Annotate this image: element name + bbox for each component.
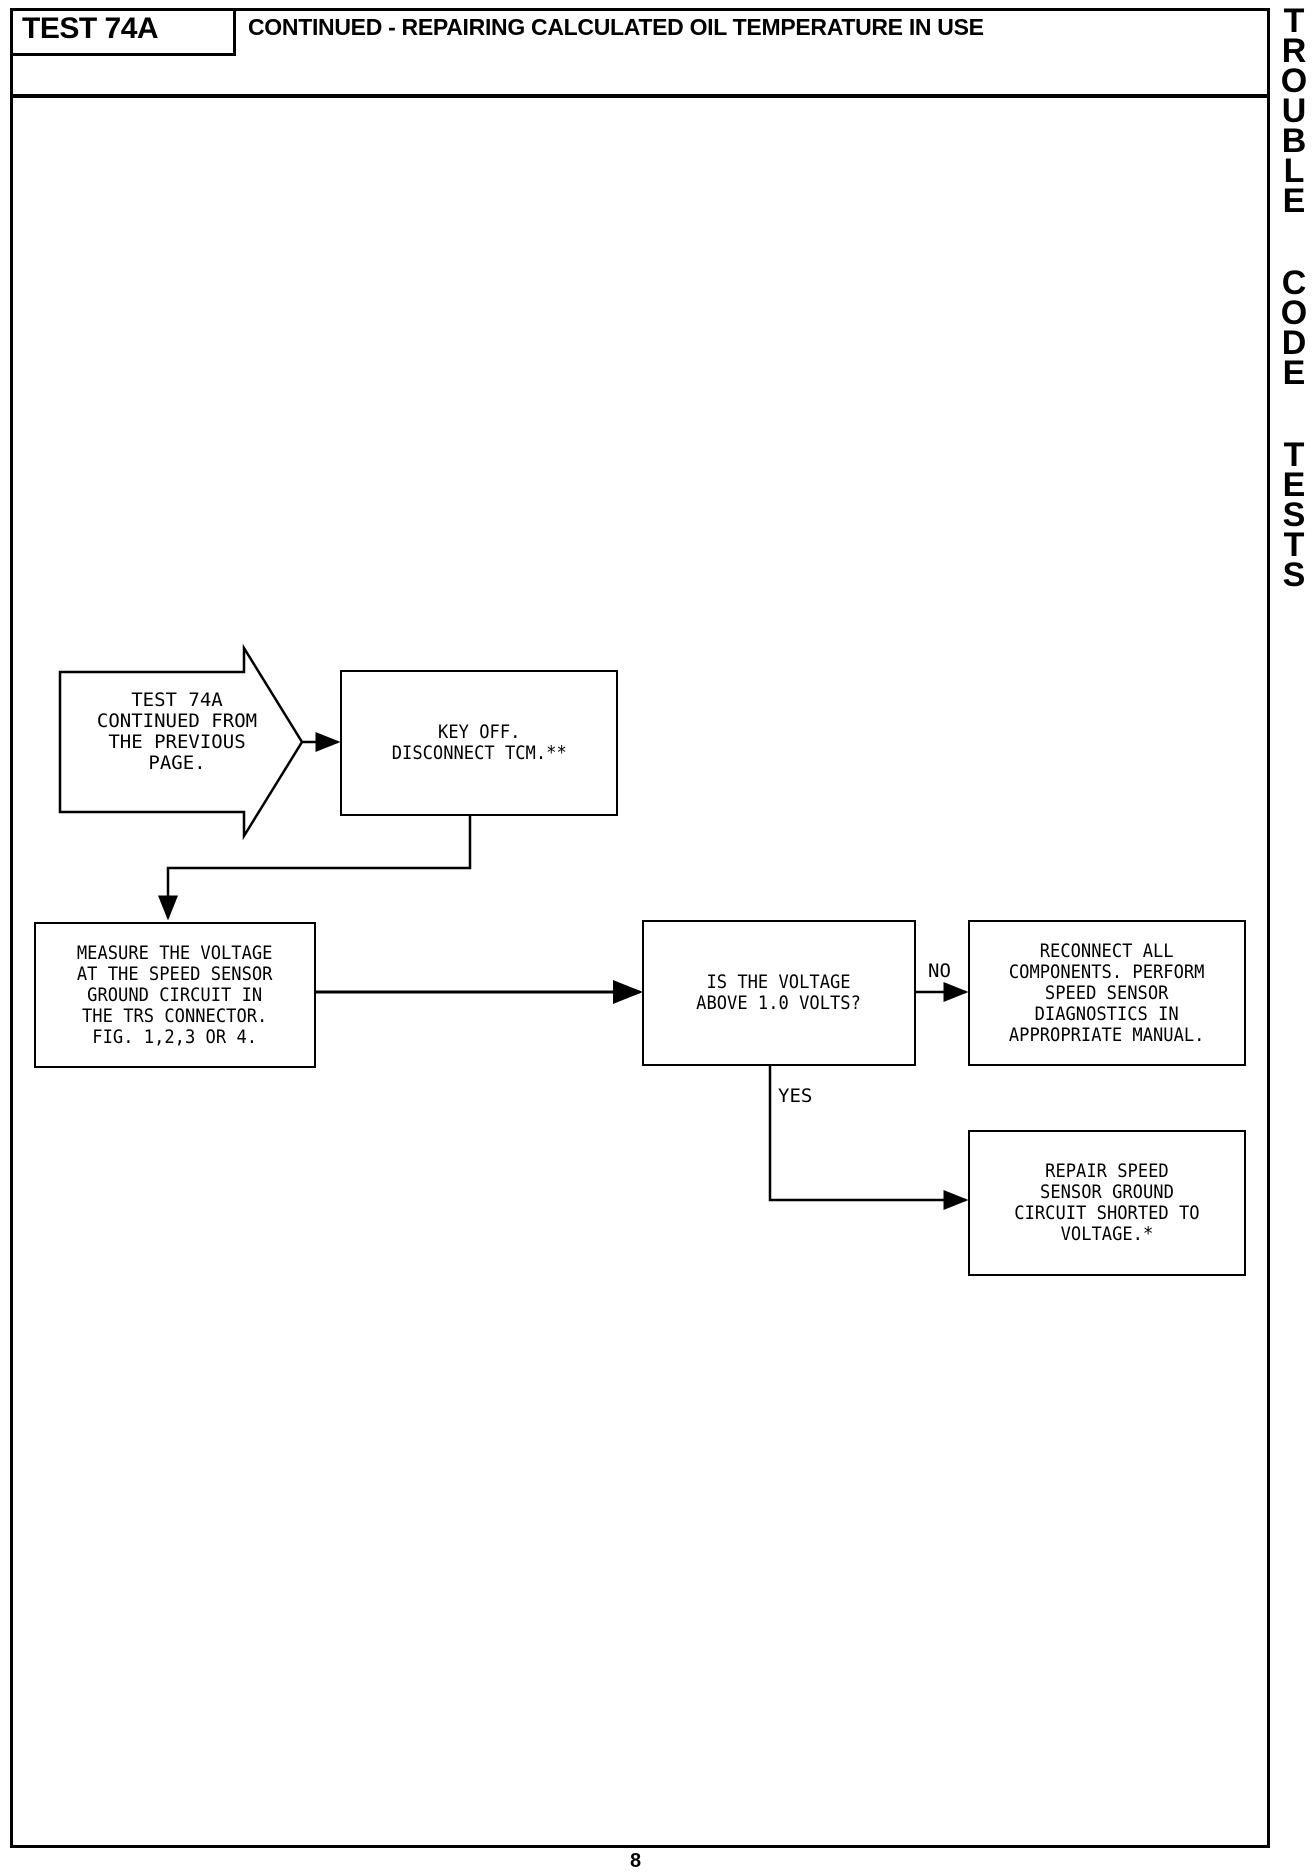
side-tab-letter: D [1281, 324, 1307, 362]
page-frame [10, 8, 1270, 1848]
step-measure-voltage-text: MEASURE THE VOLTAGE AT THE SPEED SENSOR … [77, 941, 273, 1048]
side-tab-letter: E [1282, 354, 1306, 392]
step-key-off-box: KEY OFF. DISCONNECT TCM.** [340, 670, 618, 816]
side-tab-letter: B [1281, 122, 1307, 160]
side-tab-letter: E [1282, 466, 1306, 504]
connector-step1-to-step2 [158, 816, 472, 921]
side-tab-letter: R [1281, 32, 1307, 70]
decision-voltage-text: IS THE VOLTAGE ABOVE 1.0 VOLTS? [696, 971, 862, 1014]
side-tab-letter: O [1280, 62, 1308, 100]
side-tab-letter: L [1283, 152, 1305, 190]
decision-voltage-box: IS THE VOLTAGE ABOVE 1.0 VOLTS? [642, 920, 916, 1066]
step-measure-voltage-box: MEASURE THE VOLTAGE AT THE SPEED SENSOR … [34, 922, 316, 1068]
test-label-cell [10, 8, 236, 56]
page-title: CONTINUED - REPAIRING CALCULATED OIL TEM… [248, 14, 984, 40]
side-tab-letter: S [1282, 556, 1306, 594]
no-action-box: RECONNECT ALL COMPONENTS. PERFORM SPEED … [968, 920, 1246, 1066]
header-divider [10, 94, 1270, 98]
connector-yes [768, 1066, 969, 1210]
no-action-text: RECONNECT ALL COMPONENTS. PERFORM SPEED … [1009, 939, 1205, 1046]
side-tab-letter: E [1282, 182, 1306, 220]
side-tab-letter: S [1282, 496, 1306, 534]
entry-arrow-shape [58, 643, 304, 841]
yes-label: YES [778, 1085, 813, 1107]
side-tab-letter: T [1283, 2, 1305, 40]
side-tab-letter: T [1283, 526, 1305, 564]
page-number: 8 [630, 1850, 642, 1872]
side-tab-letter: T [1283, 436, 1305, 474]
entry-arrow-text: TEST 74A CONTINUED FROM THE PREVIOUS PAG… [96, 689, 258, 774]
yes-action-box: REPAIR SPEED SENSOR GROUND CIRCUIT SHORT… [968, 1130, 1246, 1276]
yes-action-text: REPAIR SPEED SENSOR GROUND CIRCUIT SHORT… [1014, 1160, 1200, 1245]
side-tab-letter: O [1280, 294, 1308, 332]
no-label: NO [928, 960, 951, 982]
test-label: TEST 74A [22, 12, 159, 45]
side-tab-trouble-code-tests: TROUBLETROUBLECODECODETESTSTESTS [1279, 2, 1309, 594]
step-key-off-text: KEY OFF. DISCONNECT TCM.** [391, 721, 567, 764]
side-tab-letter: U [1281, 92, 1307, 130]
side-tab-letter: C [1281, 264, 1307, 302]
